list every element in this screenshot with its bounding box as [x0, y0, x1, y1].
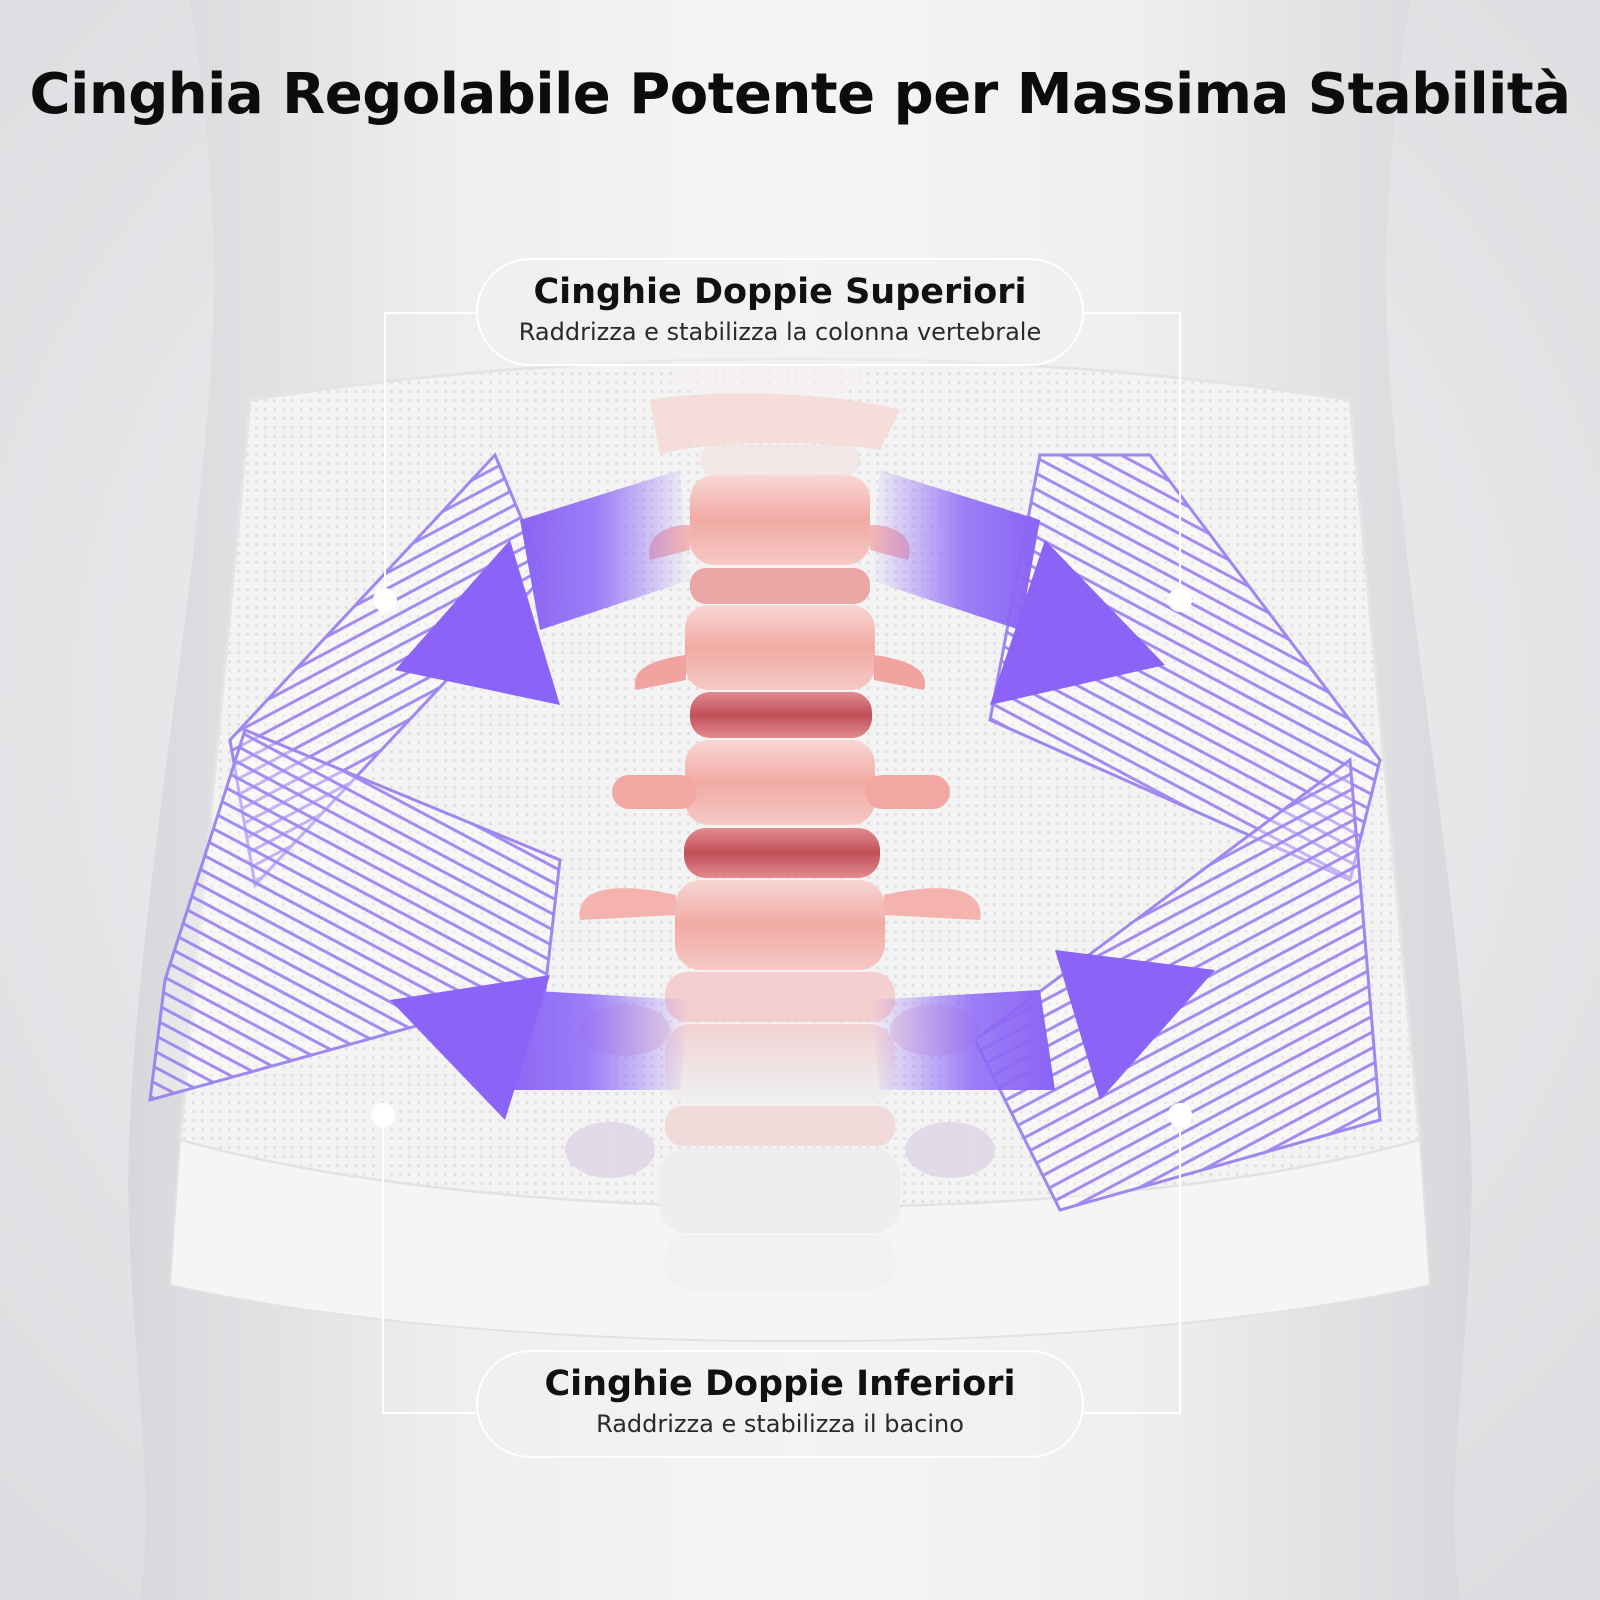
arrow-upper-right	[870, 470, 1165, 705]
leader-upper-left	[384, 312, 476, 600]
marker-dot-upper-right	[1168, 588, 1192, 612]
arrow-lower-left	[390, 975, 690, 1120]
arrow-lower-right	[870, 950, 1215, 1100]
leader-lower-right	[1084, 1115, 1181, 1414]
right-upper-strap	[988, 453, 1382, 883]
upper-callout-description: Raddrizza e stabilizza la colonna verteb…	[518, 318, 1042, 347]
marker-dot-upper-left	[373, 588, 397, 612]
lower-straps-callout: Cinghie Doppie Inferiori Raddrizza e sta…	[476, 1350, 1084, 1458]
leader-upper-right	[1084, 312, 1181, 600]
lower-callout-description: Raddrizza e stabilizza il bacino	[596, 1410, 964, 1439]
lower-callout-title: Cinghie Doppie Inferiori	[544, 1364, 1016, 1404]
marker-dot-lower-right	[1168, 1103, 1192, 1127]
leader-lines	[382, 312, 1181, 1414]
arrow-upper-left	[395, 470, 690, 705]
marker-dots	[371, 588, 1192, 1127]
headline: Cinghia Regolabile Potente per Massima S…	[29, 62, 1571, 127]
marker-dot-lower-left	[371, 1103, 395, 1127]
leader-lower-left	[382, 1115, 476, 1414]
spine	[565, 362, 995, 1290]
upper-straps-callout: Cinghie Doppie Superiori Raddrizza e sta…	[476, 258, 1084, 366]
arrows	[390, 470, 1215, 1120]
upper-callout-title: Cinghie Doppie Superiori	[533, 272, 1027, 312]
